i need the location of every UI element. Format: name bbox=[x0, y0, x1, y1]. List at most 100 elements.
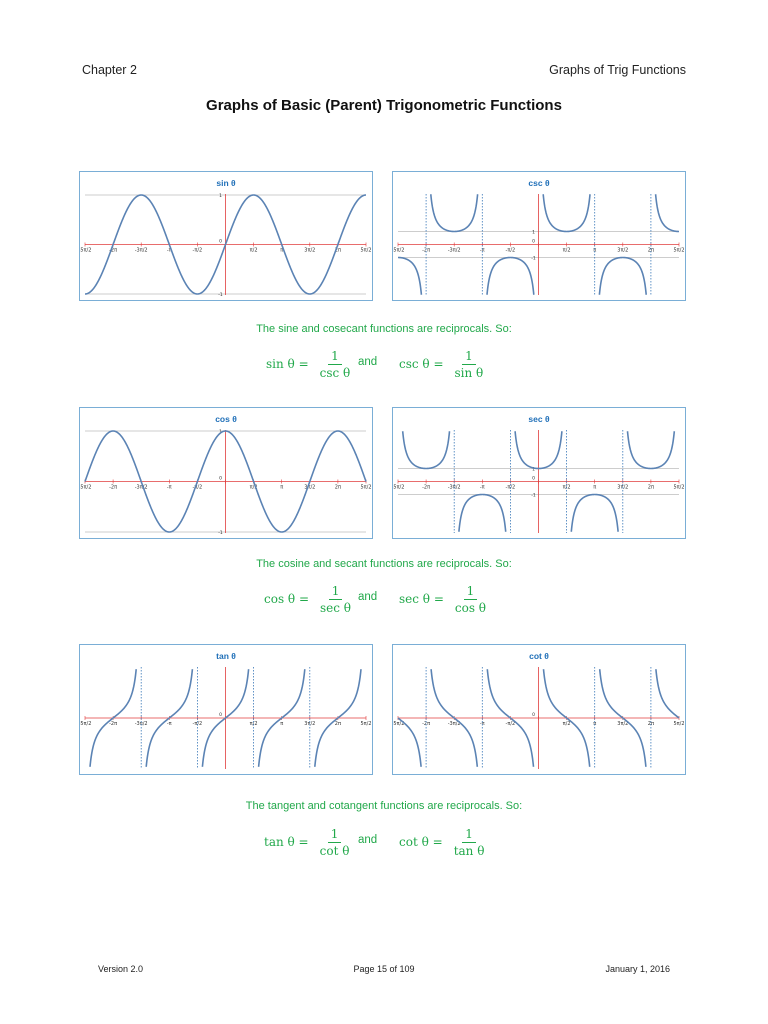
function-curve bbox=[397, 669, 680, 767]
x-tick-label: -2π bbox=[109, 248, 117, 254]
function-curve bbox=[84, 430, 367, 533]
x-tick-label: 3π/2 bbox=[617, 721, 628, 727]
y-tick-label: -1 bbox=[218, 530, 223, 536]
x-tick-label: 2π bbox=[648, 485, 654, 491]
sec-graph-title: sec θ bbox=[528, 414, 550, 424]
formula-and: and bbox=[358, 834, 378, 846]
y-tick-label: 0 bbox=[219, 712, 222, 718]
x-tick-label: π bbox=[280, 248, 283, 254]
x-tick-label: 5π/2 bbox=[673, 485, 684, 491]
y-tick-label: 0 bbox=[219, 239, 222, 245]
formula-numerator: 1 bbox=[462, 349, 476, 365]
formula-numerator: 1 bbox=[328, 584, 343, 600]
x-tick-label: 3π/2 bbox=[304, 485, 315, 491]
y-tick-label: -1 bbox=[531, 493, 536, 499]
x-tick-label: π bbox=[280, 721, 283, 727]
x-tick-label: -5π/2 bbox=[80, 248, 91, 254]
x-tick-label: 5π/2 bbox=[673, 721, 684, 727]
csc-graph-title: csc θ bbox=[528, 178, 550, 188]
formula-denominator: sin θ bbox=[454, 365, 484, 380]
formula-numerator: 1 bbox=[462, 827, 476, 843]
formula-denominator: sec θ bbox=[320, 600, 352, 615]
sin-graph-title: sin θ bbox=[216, 178, 236, 188]
x-tick-label: π/2 bbox=[250, 485, 258, 491]
y-tick-label: 0 bbox=[532, 712, 535, 718]
x-tick-label: -3π/2 bbox=[448, 721, 461, 727]
cos-graph-title: cos θ bbox=[215, 414, 237, 424]
formula-lhs: sin θ = bbox=[266, 357, 309, 371]
x-tick-label: 3π/2 bbox=[304, 248, 315, 254]
x-tick-label: 2π bbox=[648, 248, 654, 254]
y-tick-label: 1 bbox=[219, 193, 222, 199]
footer-date: January 1, 2016 bbox=[605, 964, 670, 974]
formula-denominator: cos θ bbox=[454, 600, 487, 615]
x-tick-label: -3π/2 bbox=[448, 248, 461, 254]
x-tick-label: -3π/2 bbox=[135, 485, 148, 491]
formula-numerator: 1 bbox=[328, 349, 342, 365]
formula-and: and bbox=[358, 356, 378, 368]
x-tick-label: 5π/2 bbox=[360, 721, 371, 727]
x-tick-label: -5π/2 bbox=[393, 248, 404, 254]
x-tick-label: -π bbox=[167, 248, 172, 254]
formula-denominator: csc θ bbox=[319, 365, 351, 380]
y-tick-label: 0 bbox=[532, 239, 535, 245]
x-tick-label: -5π/2 bbox=[80, 721, 91, 727]
y-tick-label: -1 bbox=[531, 256, 536, 262]
tan-cot-caption: The tangent and cotangent functions are … bbox=[245, 800, 523, 812]
function-curve bbox=[401, 431, 676, 532]
x-tick-label: -2π bbox=[422, 248, 430, 254]
y-tick-label: 0 bbox=[532, 476, 535, 482]
function-curve bbox=[398, 194, 679, 295]
x-tick-label: -5π/2 bbox=[393, 721, 404, 727]
x-tick-label: 5π/2 bbox=[360, 485, 371, 491]
x-tick-label: 5π/2 bbox=[673, 248, 684, 254]
formula-and: and bbox=[358, 591, 378, 603]
cos-sec-caption: The cosine and secant functions are reci… bbox=[256, 558, 512, 570]
x-tick-label: 2π bbox=[335, 721, 341, 727]
y-tick-label: 1 bbox=[532, 467, 535, 473]
page-title: Graphs of Basic (Parent) Trigonometric F… bbox=[206, 97, 562, 114]
x-tick-label: -2π bbox=[109, 721, 117, 727]
function-curve bbox=[84, 194, 367, 295]
x-tick-label: -π bbox=[167, 721, 172, 727]
x-tick-label: π bbox=[280, 485, 283, 491]
x-tick-label: -π/2 bbox=[506, 721, 516, 727]
formula-numerator: 1 bbox=[327, 827, 342, 843]
x-tick-label: -3π/2 bbox=[135, 248, 148, 254]
formula-numerator: 1 bbox=[463, 584, 478, 600]
y-tick-label: 0 bbox=[219, 476, 222, 482]
x-tick-label: 2π bbox=[335, 248, 341, 254]
formula-denominator: cot θ bbox=[319, 843, 350, 858]
x-tick-label: -π bbox=[167, 485, 172, 491]
formula-lhs: cot θ = bbox=[399, 835, 443, 849]
formula-lhs: tan θ = bbox=[264, 835, 309, 849]
x-tick-label: 5π/2 bbox=[360, 248, 371, 254]
section-label: Graphs of Trig Functions bbox=[549, 63, 686, 77]
y-tick-label: 1 bbox=[532, 230, 535, 236]
footer-page-number: Page 15 of 109 bbox=[353, 964, 415, 974]
x-tick-label: π/2 bbox=[563, 721, 571, 727]
x-tick-label: -2π bbox=[422, 485, 430, 491]
formula-lhs: cos θ = bbox=[264, 592, 310, 606]
x-tick-label: -π bbox=[480, 248, 485, 254]
x-tick-label: -π/2 bbox=[193, 485, 203, 491]
cot-graph-title: cot θ bbox=[529, 651, 549, 661]
tan-graph-title: tan θ bbox=[216, 651, 236, 661]
x-tick-label: -π bbox=[480, 485, 485, 491]
x-tick-label: π bbox=[593, 485, 596, 491]
formula-lhs: sec θ = bbox=[399, 592, 444, 606]
y-tick-label: -1 bbox=[218, 292, 223, 298]
formula-lhs: csc θ = bbox=[399, 357, 444, 371]
sin-csc-caption: The sine and cosecant functions are reci… bbox=[256, 323, 512, 335]
